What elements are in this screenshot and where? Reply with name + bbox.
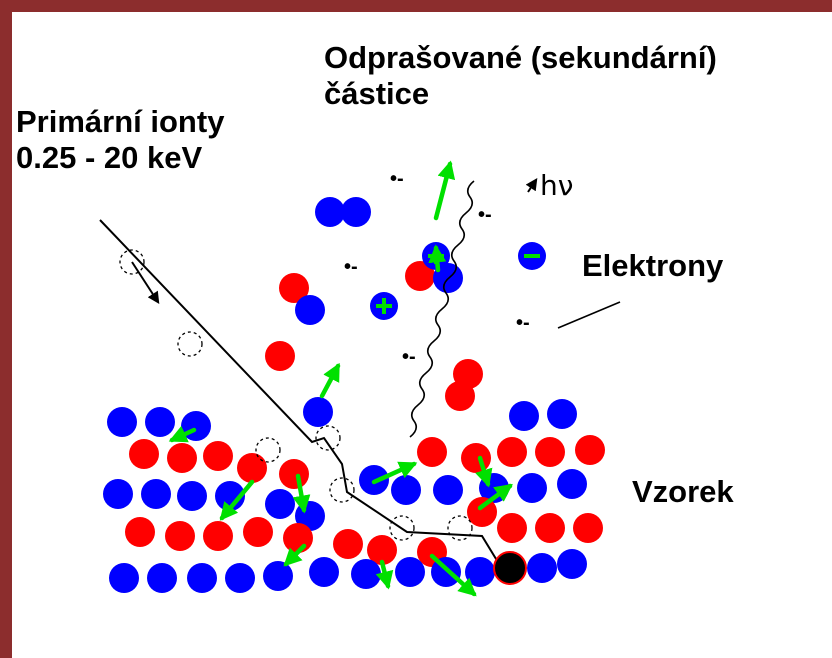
atom (129, 439, 159, 469)
atom (107, 407, 137, 437)
sputtered-particles-label: Odprašované (sekundární) částice (324, 40, 717, 111)
atom (547, 399, 577, 429)
primary-ions-label: Primární ionty 0.25 - 20 keV (16, 104, 224, 175)
sputtered-label-line1: Odprašované (sekundární) (324, 40, 717, 76)
atom (557, 549, 587, 579)
atom (341, 197, 371, 227)
vacancy-site (448, 516, 472, 540)
atom (295, 295, 325, 325)
atom (391, 475, 421, 505)
atom (303, 397, 333, 427)
momentum-arrow (322, 366, 338, 396)
vacancy-site (178, 332, 202, 356)
electron-marker: •- (516, 312, 530, 335)
vacancy-site (330, 478, 354, 502)
atom (557, 469, 587, 499)
atom (535, 513, 565, 543)
atom (165, 521, 195, 551)
atom (177, 481, 207, 511)
primary-label-line1: Primární ionty (16, 104, 224, 140)
atom (433, 475, 463, 505)
target-atom (494, 552, 526, 584)
momentum-arrow (436, 248, 438, 270)
atom (465, 557, 495, 587)
atom (333, 529, 363, 559)
photon-arrowhead (528, 180, 536, 192)
momentum-arrow (382, 562, 388, 586)
atom (103, 479, 133, 509)
electron-marker: •- (402, 346, 416, 369)
atom (535, 437, 565, 467)
electron-marker: •- (390, 168, 404, 191)
atom (141, 479, 171, 509)
atom (351, 559, 381, 589)
atom (167, 443, 197, 473)
atom (243, 517, 273, 547)
atom (109, 563, 139, 593)
atom (187, 563, 217, 593)
atom (573, 513, 603, 543)
atom (315, 197, 345, 227)
atom (265, 341, 295, 371)
electron-marker: •- (344, 256, 358, 279)
electron-pointer-line (558, 302, 620, 328)
diagram-canvas: Odprašované (sekundární) částice Primárn… (12, 12, 832, 658)
atom (125, 517, 155, 547)
atom (263, 561, 293, 591)
atom (181, 411, 211, 441)
atom (497, 513, 527, 543)
atom (145, 407, 175, 437)
atom (395, 557, 425, 587)
atom (279, 459, 309, 489)
atom (461, 443, 491, 473)
sputtered-label-line2: částice (324, 76, 717, 112)
atom (237, 453, 267, 483)
electron-marker: •- (478, 204, 492, 227)
atom (203, 521, 233, 551)
atom (497, 437, 527, 467)
atom (203, 441, 233, 471)
atom (225, 563, 255, 593)
atom (309, 557, 339, 587)
atom (575, 435, 605, 465)
vacancy-site (316, 426, 340, 450)
momentum-arrow (436, 164, 450, 218)
atom (265, 489, 295, 519)
sample-label: Vzorek (632, 474, 734, 510)
atom (445, 381, 475, 411)
photon-label: hν (540, 170, 573, 202)
electrons-label: Elektrony (582, 248, 723, 284)
atom (527, 553, 557, 583)
atom (283, 523, 313, 553)
atom (147, 563, 177, 593)
atom (509, 401, 539, 431)
primary-label-line2: 0.25 - 20 keV (16, 140, 224, 176)
atom (517, 473, 547, 503)
atom (417, 437, 447, 467)
